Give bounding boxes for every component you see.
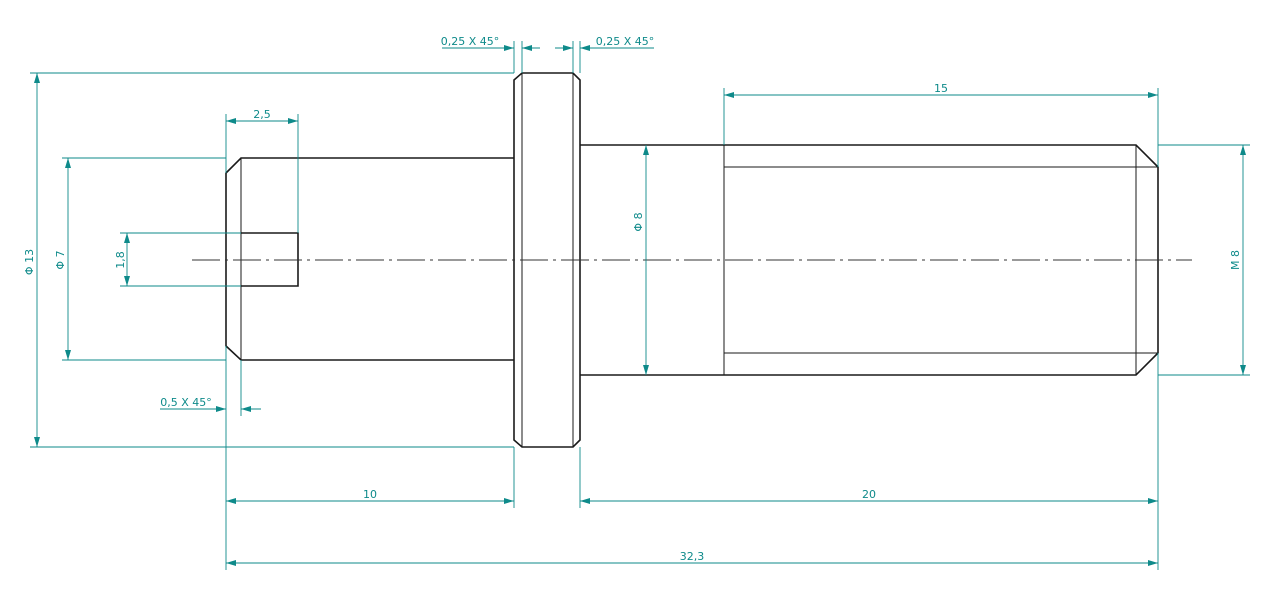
dim-right-length: 20 — [579, 353, 1159, 570]
dim-body-diameter-text: Φ 8 — [632, 212, 645, 231]
dim-thread-size-text: M 8 — [1229, 250, 1242, 270]
dim-slot-width-text: 1,8 — [114, 251, 127, 269]
dim-thread-length-text: 15 — [934, 82, 948, 95]
dim-end-chamfer: 0,5 X 45° — [160, 360, 261, 416]
dim-left-length: 10 — [225, 346, 515, 570]
dim-shank-diameter-text: Φ 7 — [54, 250, 67, 269]
dim-collar-chamfer-left: 0,25 X 45° — [441, 35, 540, 73]
dim-slot-depth: 2,5 — [225, 108, 299, 233]
dim-overall-length: 32,3 — [226, 550, 1158, 566]
dim-collar-chamfer-left-text: 0,25 X 45° — [441, 35, 500, 48]
dim-slot-width: 1,8 — [114, 232, 241, 287]
part-outline — [192, 72, 1192, 448]
dim-slot-depth-text: 2,5 — [253, 108, 271, 121]
dim-body-diameter: Φ 8 — [632, 145, 649, 375]
dim-end-chamfer-text: 0,5 X 45° — [160, 396, 212, 409]
dim-thread-length: 15 — [723, 82, 1159, 167]
left-shank — [225, 157, 514, 361]
slot — [241, 232, 299, 287]
dimensions: Φ 13 Φ 7 1,8 2,5 0,5 X 45° — [23, 35, 1250, 570]
dim-overall-length-text: 32,3 — [680, 550, 705, 563]
dim-shank-diameter: Φ 7 — [54, 157, 226, 361]
dim-right-length-text: 20 — [862, 488, 876, 501]
dim-thread-size: M 8 — [1158, 144, 1250, 376]
dim-left-length-text: 10 — [363, 488, 377, 501]
dim-collar-diameter: Φ 13 — [23, 72, 514, 448]
dim-collar-diameter-text: Φ 13 — [23, 249, 36, 275]
dim-collar-chamfer-right-text: 0,25 X 45° — [596, 35, 655, 48]
dim-collar-chamfer-right: 0,25 X 45° — [555, 35, 654, 73]
